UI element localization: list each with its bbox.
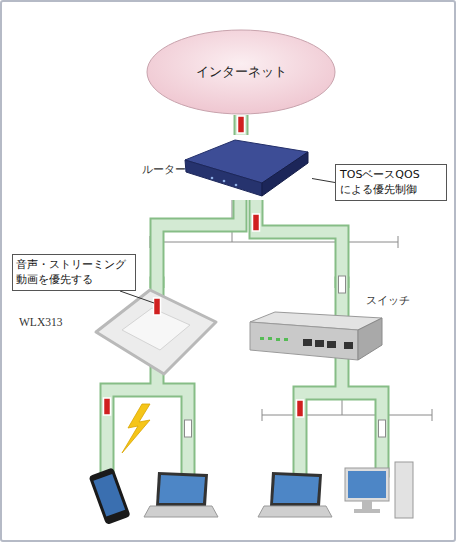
switch-led <box>268 337 272 340</box>
network-link-outline <box>234 115 249 135</box>
smartphone <box>89 467 131 525</box>
normal-packet <box>339 276 346 293</box>
switch-port <box>303 339 312 346</box>
pc-tower <box>395 462 413 518</box>
leader-line-path <box>312 179 335 183</box>
switch-front <box>250 322 358 360</box>
laptop-lid <box>156 472 208 506</box>
monitor-screen <box>348 471 386 498</box>
node-label: TOSベースQOS による優先制御 <box>340 168 442 198</box>
network-link <box>157 200 240 288</box>
traffic-band-outline <box>107 284 382 485</box>
smartphone-screen <box>93 474 125 517</box>
laptop-lid <box>270 472 322 506</box>
traffic-band <box>107 284 382 485</box>
router-led <box>211 177 214 180</box>
switch-side <box>358 318 382 360</box>
access-point-body <box>96 290 216 374</box>
monitor-stand <box>362 501 372 509</box>
laptop <box>258 472 332 517</box>
network-link-fill <box>256 200 342 288</box>
cloud-ellipse <box>147 30 335 114</box>
switch-node: スイッチ <box>240 288 440 360</box>
normal-packet <box>379 420 386 437</box>
wireless-bolt <box>122 404 150 453</box>
router-front <box>185 160 262 196</box>
normal-packet <box>185 420 192 437</box>
node-label: インターネット <box>196 63 287 81</box>
priority-packet <box>238 116 245 133</box>
desktop-pc <box>345 462 413 518</box>
smartphone-body <box>89 467 131 525</box>
switch-port <box>327 341 336 348</box>
monitor-base <box>354 509 380 513</box>
switch-led <box>284 338 288 341</box>
router-led <box>235 184 238 187</box>
leader-line <box>312 179 335 183</box>
node-label: ルーター <box>142 163 186 178</box>
laptop-base <box>144 506 218 517</box>
router-node: ルーター <box>140 135 312 200</box>
monitor <box>345 468 389 501</box>
network-link-fill <box>236 115 247 135</box>
switch-port <box>344 342 353 349</box>
node-label: スイッチ <box>366 294 410 309</box>
callout-box: TOSベースQOS による優先制御 <box>335 164 447 201</box>
priority-packet <box>104 398 111 415</box>
network-link-outline <box>256 200 342 288</box>
switch-led <box>276 338 280 341</box>
network-link-outline <box>157 200 240 288</box>
laptop <box>144 472 218 517</box>
access-point-node: WLX313 <box>15 288 220 376</box>
laptop-screen <box>273 475 319 503</box>
callout-box: 音声・ストリーミング 動画を優先する <box>12 254 136 291</box>
leader-line <box>120 291 154 303</box>
laptop-screen <box>159 475 205 503</box>
switch-led <box>260 337 264 340</box>
priority-packet <box>154 298 161 315</box>
laptop-base <box>258 506 332 517</box>
cloud-node: インターネット <box>146 29 336 115</box>
priority-packet <box>297 400 304 417</box>
router-side <box>262 152 308 196</box>
switch-port <box>315 340 324 347</box>
network-link-fill <box>157 200 240 288</box>
router-led <box>223 180 226 183</box>
node-label: WLX313 <box>19 315 62 331</box>
network-link <box>256 200 342 288</box>
node-label: 音声・ストリーミング 動画を優先する <box>16 258 132 288</box>
priority-packet <box>253 214 260 231</box>
